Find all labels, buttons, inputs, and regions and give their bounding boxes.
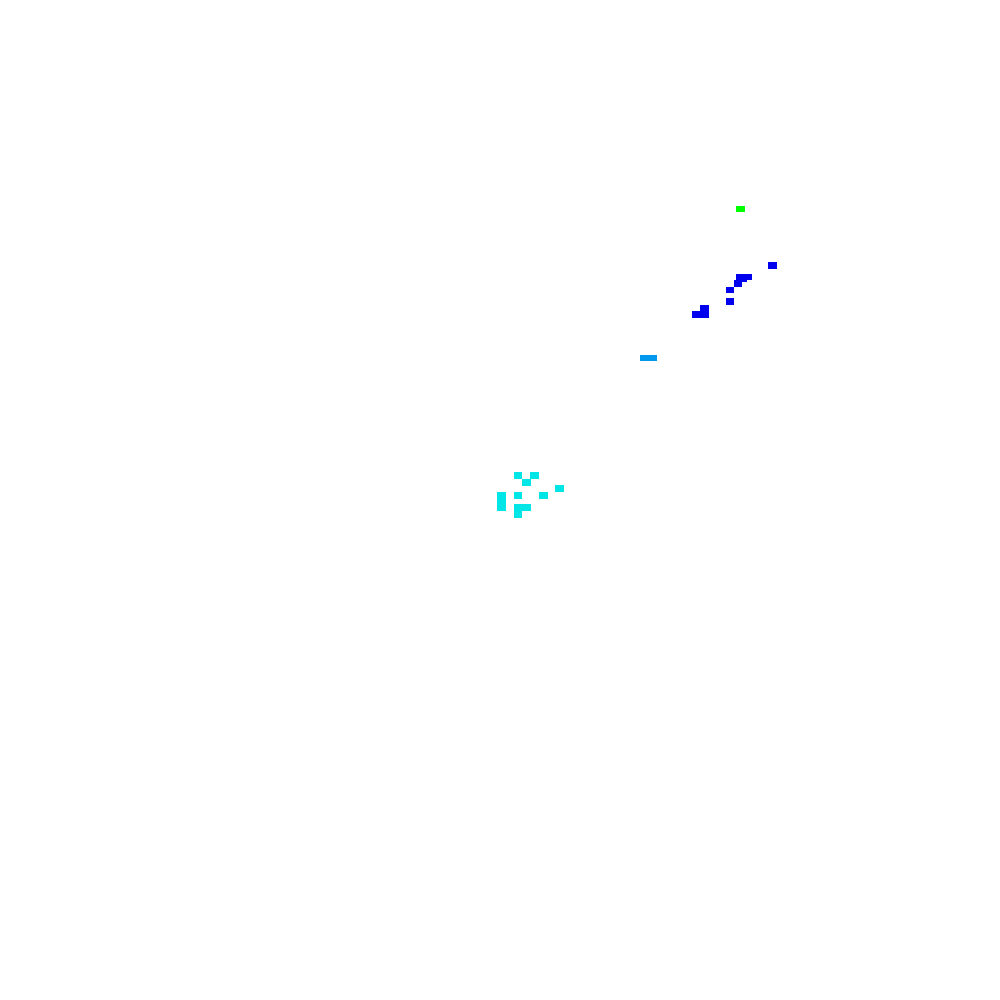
map-point: [692, 311, 709, 318]
map-point: [530, 472, 539, 479]
map-point: [514, 472, 522, 479]
map-point: [700, 305, 709, 313]
map-point: [539, 492, 548, 499]
map-point: [726, 298, 734, 305]
azure-marker-cluster: [640, 355, 657, 361]
map-point: [522, 479, 531, 486]
green-marker-cluster: [736, 206, 745, 212]
map-point: [768, 262, 777, 269]
map-point: [726, 287, 734, 293]
map-point: [514, 511, 522, 518]
blue-marker-cluster: [692, 262, 777, 318]
map-point: [497, 499, 506, 511]
map-point: [734, 280, 742, 287]
map-point: [555, 485, 564, 492]
map-point: [744, 274, 752, 280]
map-point: [640, 355, 657, 361]
map-point: [497, 492, 506, 500]
map-point: [514, 492, 522, 499]
map-point: [514, 504, 531, 511]
cyan-marker-cluster: [497, 472, 564, 518]
map-point: [736, 274, 747, 282]
map-point: [736, 206, 745, 212]
